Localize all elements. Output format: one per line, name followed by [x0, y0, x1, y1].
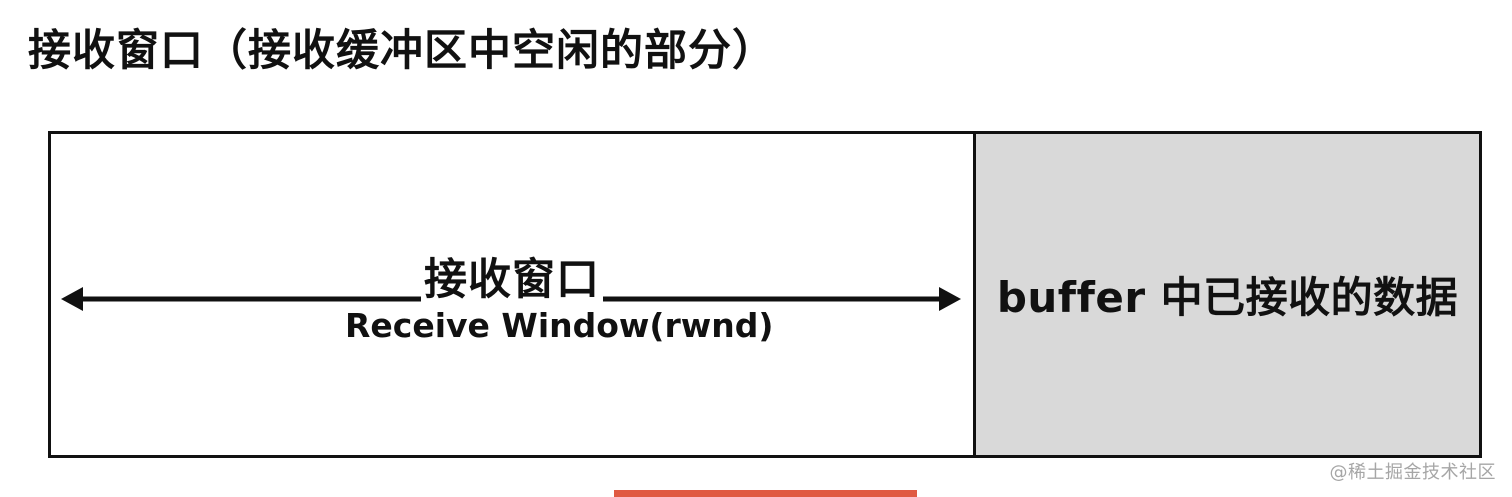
- receive-window-area: 接收窗口 Receive Window(rwnd): [51, 134, 973, 455]
- bottom-accent-bar: [614, 490, 917, 497]
- left-arrowhead-icon: [61, 287, 83, 311]
- receive-window-label: 接收窗口: [421, 250, 603, 305]
- right-arrowhead-icon: [939, 287, 961, 311]
- received-buffer-label: buffer 中已接收的数据: [996, 273, 1459, 322]
- watermark: @稀土掘金技术社区: [1329, 462, 1496, 483]
- receive-window-diagram: 接收窗口 Receive Window(rwnd) buffer 中已接收的数据: [48, 131, 1482, 458]
- receive-window-sublabel: Receive Window(rwnd): [345, 306, 774, 345]
- received-buffer-area: buffer 中已接收的数据: [973, 134, 1479, 455]
- page-title: 接收窗口（接收缓冲区中空闲的部分）: [28, 26, 776, 76]
